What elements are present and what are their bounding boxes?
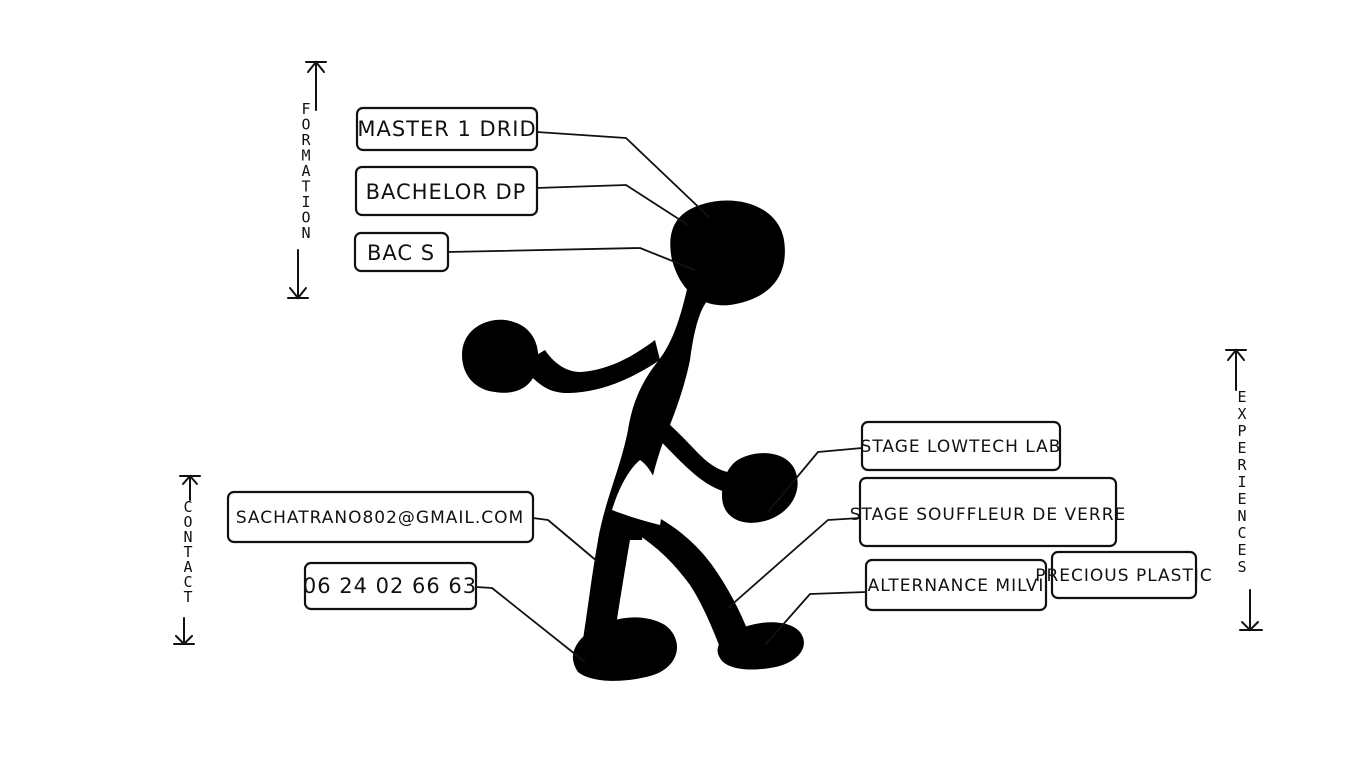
- formation-label-bac: BAC S: [367, 241, 435, 265]
- experiences-arrow-down-icon: [1239, 589, 1263, 632]
- formation-item-master[interactable]: MASTER 1 DRID: [355, 106, 539, 152]
- contact-label-email: SACHATRANO802@GMAIL.COM: [236, 508, 524, 528]
- link-email: [532, 517, 599, 563]
- contact-item-email[interactable]: SACHATRANO802@GMAIL.COM: [226, 490, 535, 544]
- formation-box-bac: [353, 231, 450, 273]
- experience-label-lowtech: STAGE LOWTECH LAB: [861, 437, 1062, 457]
- formation-item-bac[interactable]: BAC S: [353, 231, 450, 273]
- contact-box-email: [226, 490, 535, 544]
- link-souffleur: [727, 517, 861, 609]
- experiences-arrow-up-icon: [1225, 348, 1247, 391]
- formation-box-master: [355, 106, 539, 152]
- link-lowtech: [767, 447, 863, 513]
- contact-arrow-up-icon: [179, 474, 201, 501]
- contact-item-phone[interactable]: 06 24 02 66 63: [303, 561, 478, 611]
- stick-figure-icon: [462, 200, 804, 681]
- formation-box-bachelor: [354, 165, 539, 217]
- link-bac: [446, 247, 696, 271]
- contact-label-phone: 06 24 02 66 63: [303, 574, 477, 598]
- link-bachelor: [535, 184, 689, 226]
- experience-box-lowtech: [860, 420, 1062, 472]
- experience-box-precious-plastic: [1050, 550, 1198, 600]
- link-alternance: [764, 591, 867, 646]
- link-master: [536, 131, 711, 219]
- connectors: [446, 131, 867, 663]
- link-phone: [475, 586, 586, 663]
- experience-item-alternance[interactable]: ALTERNANCE MILVI: [864, 558, 1048, 612]
- experience-item-precious-plastic[interactable]: PRECIOUS PLASTIC: [1035, 550, 1213, 600]
- contact-arrow-down-icon: [173, 617, 195, 646]
- formation-item-bachelor[interactable]: BACHELOR DP: [354, 165, 539, 217]
- formation-label-bachelor: BACHELOR DP: [366, 180, 527, 204]
- experience-box-alternance: [864, 558, 1048, 612]
- contact-box-phone: [303, 561, 478, 611]
- formation-arrow-up-icon: [305, 60, 327, 111]
- experience-label-souffleur: STAGE SOUFFLEUR DE VERRE: [850, 505, 1127, 525]
- experience-label-precious-plastic: PRECIOUS PLASTIC: [1035, 566, 1213, 586]
- experiences-group: STAGE LOWTECH LAB STAGE SOUFFLEUR DE VER…: [850, 420, 1213, 612]
- formation-arrow-down-icon: [287, 249, 309, 300]
- experience-item-lowtech[interactable]: STAGE LOWTECH LAB: [860, 420, 1062, 472]
- experience-item-souffleur[interactable]: STAGE SOUFFLEUR DE VERRE: [850, 476, 1127, 548]
- formation-group: MASTER 1 DRID BACHELOR DP BAC S: [353, 106, 539, 273]
- experience-box-souffleur: [858, 476, 1118, 548]
- contact-group: SACHATRANO802@GMAIL.COM 06 24 02 66 63: [226, 490, 535, 611]
- formation-label-master: MASTER 1 DRID: [357, 117, 536, 141]
- experience-label-alternance: ALTERNANCE MILVI: [868, 576, 1045, 596]
